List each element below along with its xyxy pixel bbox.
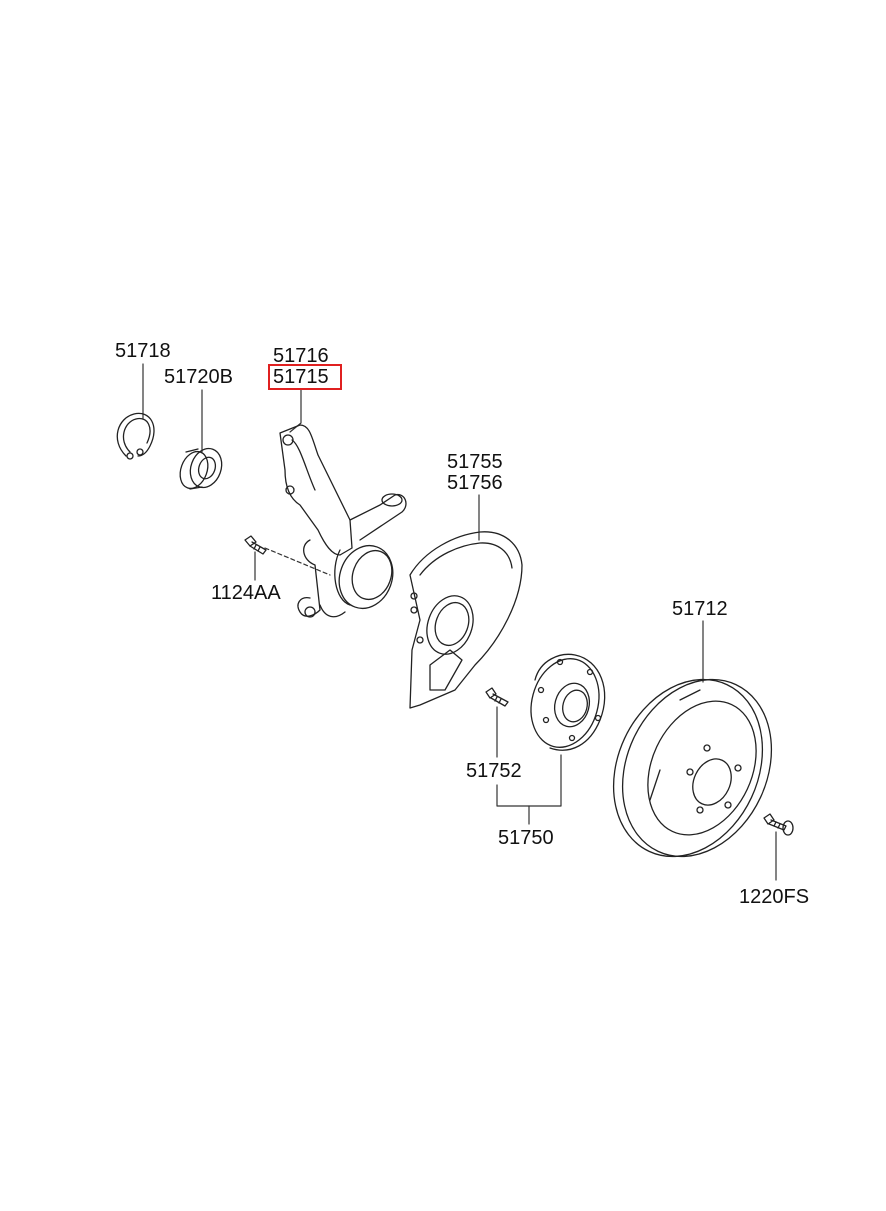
label-51752[interactable]: 51752 bbox=[466, 760, 522, 782]
highlight-box bbox=[268, 364, 342, 390]
label-51755[interactable]: 51755 bbox=[447, 451, 503, 473]
label-51715[interactable]: 51715 bbox=[273, 366, 329, 388]
knuckle-icon bbox=[279, 424, 407, 618]
label-1220fs[interactable]: 1220FS bbox=[739, 886, 810, 908]
label-51712[interactable]: 51712 bbox=[672, 598, 728, 620]
brake-disc-icon bbox=[612, 678, 773, 858]
screw-icon bbox=[763, 813, 794, 836]
label-51720b[interactable]: 51720B bbox=[164, 366, 233, 388]
bearing-icon bbox=[179, 447, 223, 490]
hub-bolt-icon bbox=[485, 687, 509, 707]
label-51756[interactable]: 51756 bbox=[447, 472, 503, 494]
bolt-icon bbox=[244, 535, 267, 555]
snap-ring-icon bbox=[116, 412, 155, 460]
leader-lines bbox=[142, 363, 777, 881]
hub-icon bbox=[530, 653, 606, 751]
label-51718[interactable]: 51718 bbox=[115, 340, 171, 362]
dust-cover-icon bbox=[409, 531, 523, 709]
label-51716[interactable]: 51716 bbox=[273, 345, 329, 367]
label-51750[interactable]: 51750 bbox=[498, 827, 554, 849]
label-1124aa[interactable]: 1124AA bbox=[211, 582, 281, 604]
